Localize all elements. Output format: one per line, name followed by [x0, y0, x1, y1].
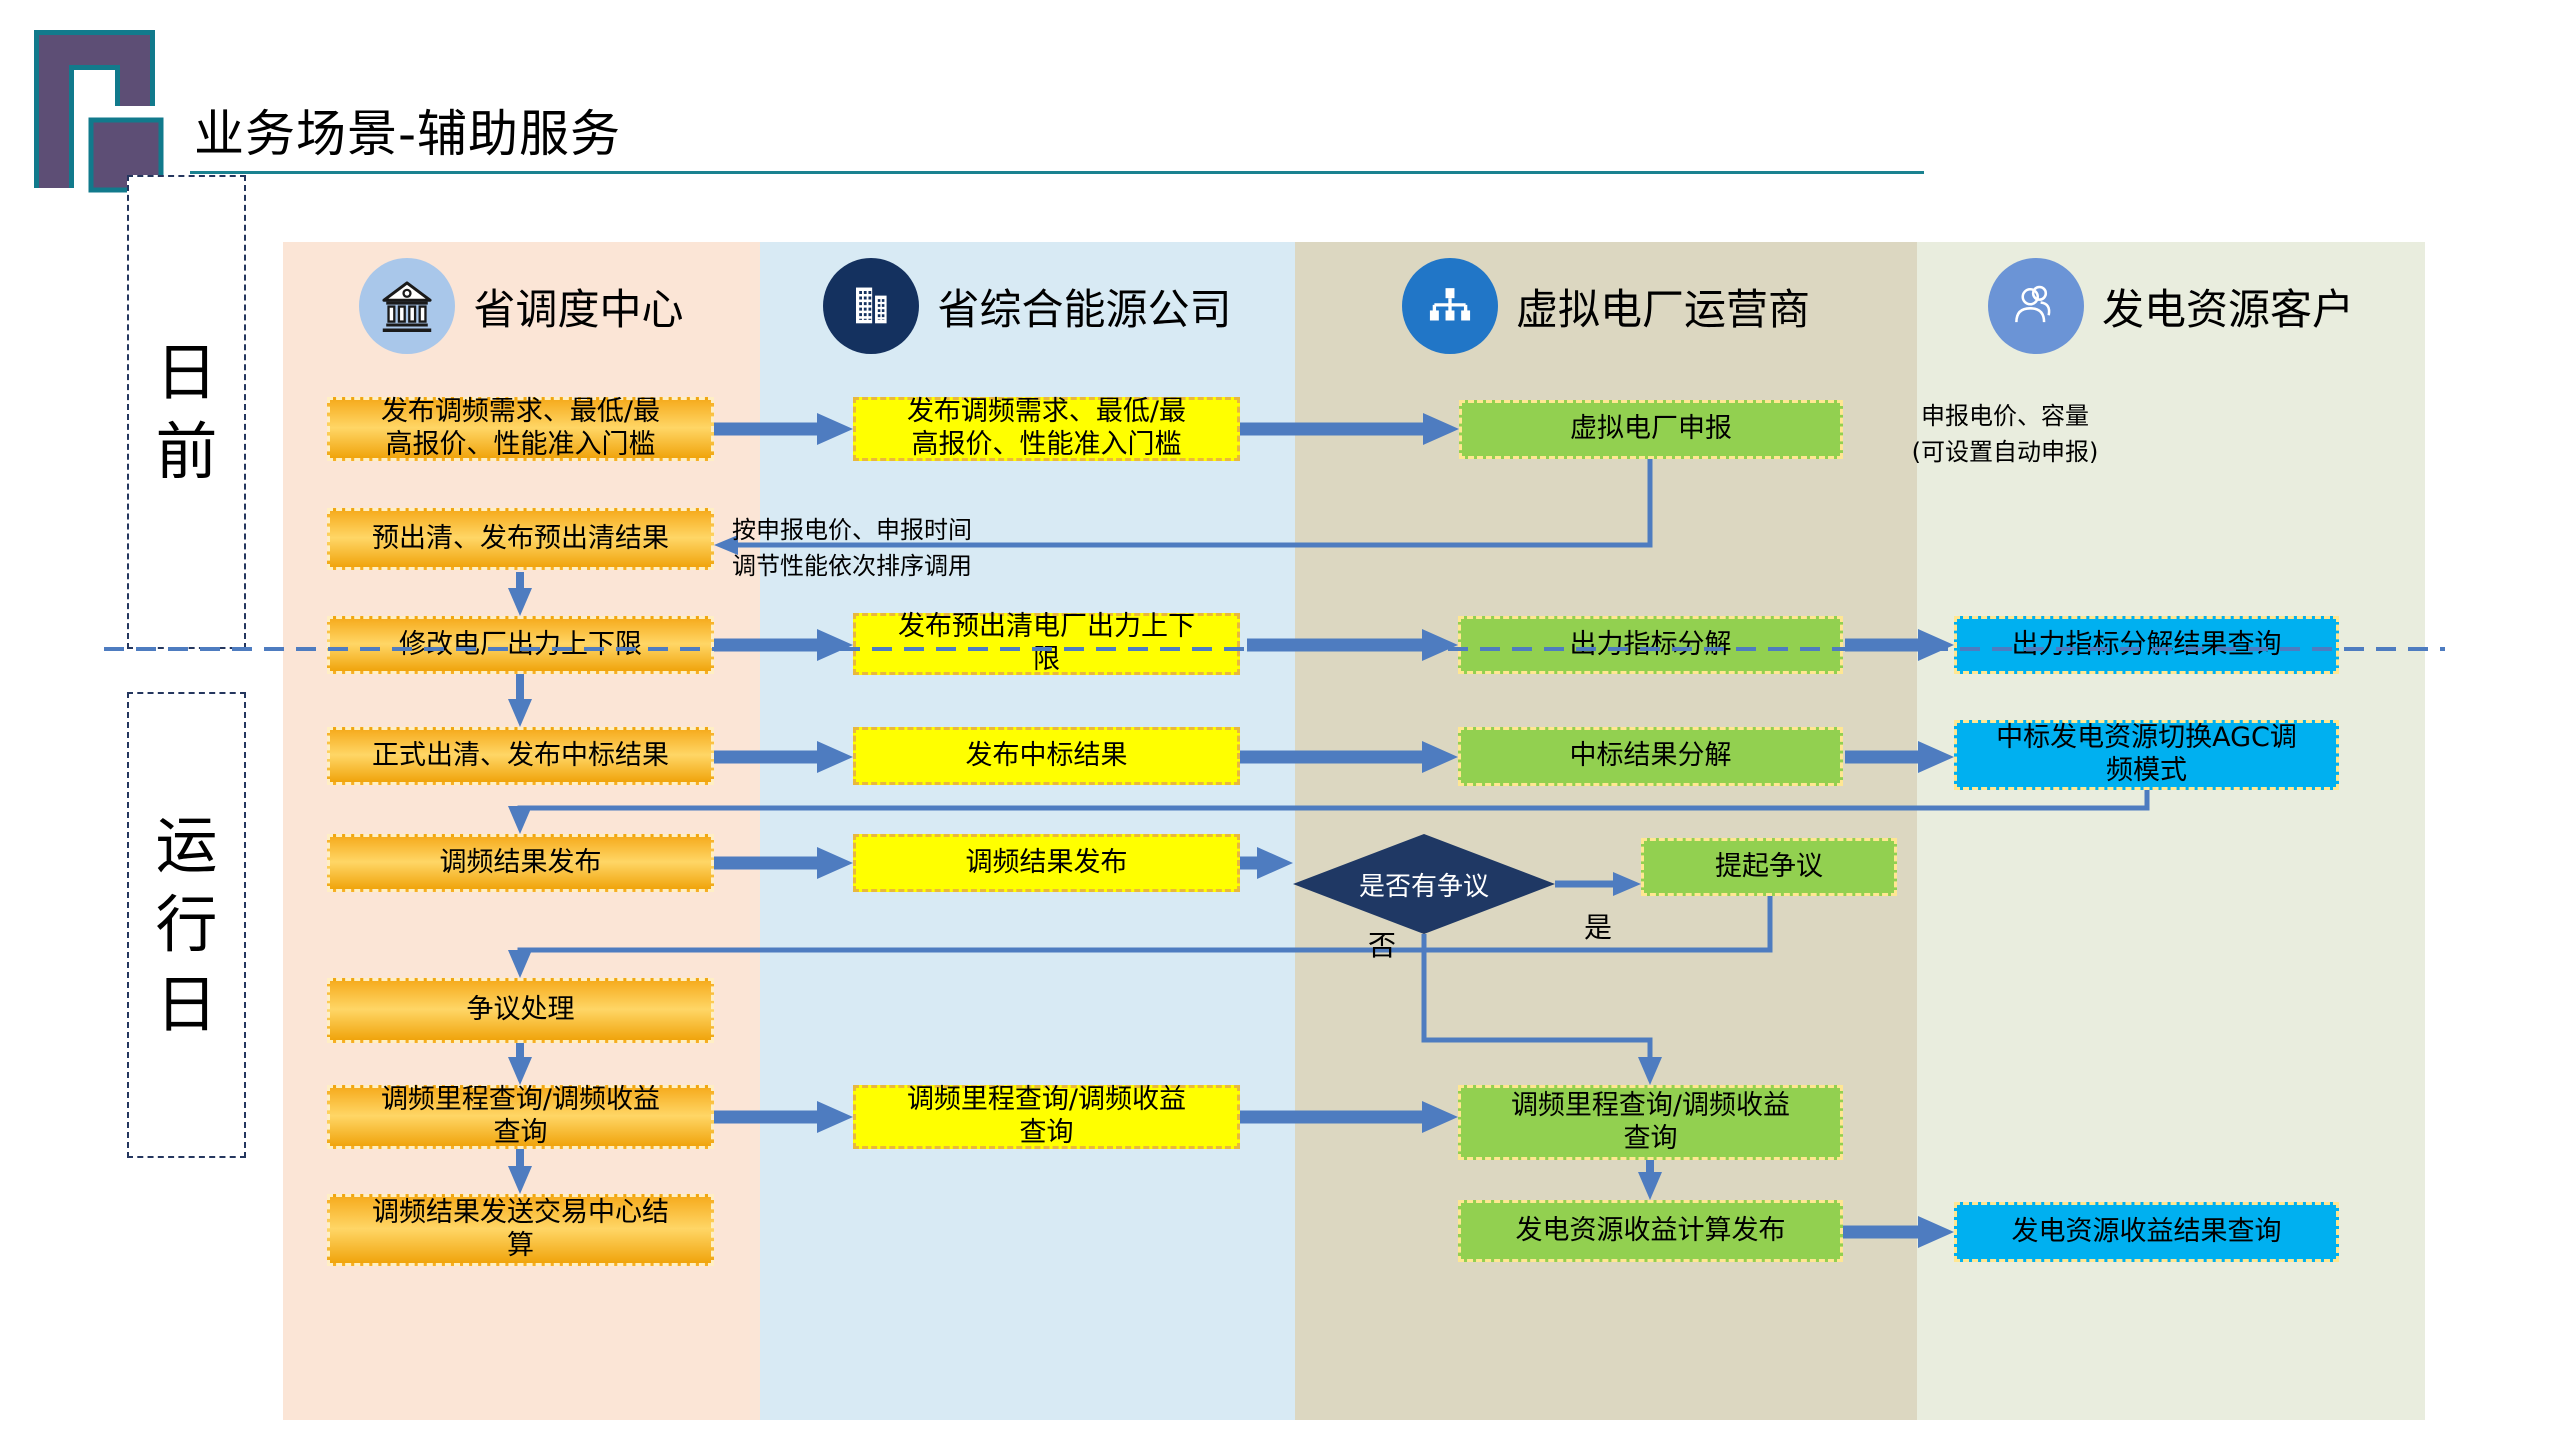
- buildings-icon-svg: [856, 287, 888, 324]
- edge-label-yes: 是: [1584, 911, 1613, 944]
- logo-bracket: [39, 35, 150, 188]
- network-icon: [1401, 258, 1498, 354]
- node-switch-agc-mode: 中标发电资源切换AGC调 频模式: [1954, 720, 2339, 790]
- node-fm-mileage-query-dispatch: 调频里程查询/调频收益 查询: [327, 1084, 714, 1149]
- node-fm-mileage-query-vpp: 调频里程查询/调频收益 查询: [1458, 1085, 1843, 1160]
- node-fm-mileage-query-energy: 调频里程查询/调频收益 查询: [853, 1084, 1240, 1149]
- bank-icon-svg: [382, 281, 433, 332]
- node-publish-preclearing-limits: 发布预出清电厂出力上下 限: [853, 611, 1240, 675]
- node-fm-result-to-trading-center: 调频结果发送交易中心结 算: [327, 1194, 714, 1266]
- node-output-index-result-query: 出力指标分解结果查询: [1954, 616, 2339, 674]
- lane-day-ahead: 日 前: [127, 175, 246, 649]
- note-bid-price-capacity: 申报电价、容量 (可设置自动申报): [1911, 402, 2099, 466]
- lane-operation-day: 运 行 日: [127, 692, 246, 1158]
- logo-square: [88, 117, 164, 193]
- column-header-vpp: 虚拟电厂运营商: [1295, 250, 1917, 362]
- node-publish-fm-demand-dispatch: 发布调频需求、最低/最 高报价、性能准入门槛: [327, 396, 714, 461]
- node-dispute-handling: 争议处理: [327, 978, 714, 1043]
- corner-logo-icon: [34, 30, 164, 193]
- node-formal-clearing: 正式出清、发布中标结果: [327, 727, 714, 785]
- column-header-dispatch: 省调度中心: [283, 250, 760, 362]
- network-icon-svg: [1429, 288, 1471, 321]
- node-winning-result-decompose: 中标结果分解: [1458, 727, 1843, 786]
- column-label-vpp: 虚拟电厂运营商: [1515, 284, 1810, 334]
- buildings-icon: [823, 258, 920, 354]
- node-pre-clearing: 预出清、发布预出清结果: [327, 508, 714, 570]
- edge-label-no: 否: [1368, 929, 1397, 962]
- column-label-energy: 省综合能源公司: [937, 284, 1232, 334]
- node-gen-revenue-calc-publish: 发电资源收益计算发布: [1458, 1200, 1843, 1262]
- node-vpp-bid: 虚拟电厂申报: [1459, 400, 1843, 459]
- bank-icon: [359, 258, 456, 354]
- column-header-energy: 省综合能源公司: [760, 250, 1295, 362]
- node-fm-result-publish-dispatch: 调频结果发布: [327, 834, 714, 892]
- column-label-dispatch: 省调度中心: [473, 284, 684, 334]
- node-gen-revenue-result-query: 发电资源收益结果查询: [1954, 1202, 2339, 1262]
- node-modify-output-limits: 修改电厂出力上下限: [327, 616, 714, 674]
- page-title: 业务场景-辅助服务: [194, 105, 622, 163]
- note-clearing-order: 按申报电价、申报时间 调节性能依次排序调用: [732, 516, 972, 580]
- node-publish-fm-demand-energy: 发布调频需求、最低/最 高报价、性能准入门槛: [853, 396, 1240, 461]
- node-output-index-decompose: 出力指标分解: [1458, 616, 1843, 674]
- title-underline: [190, 171, 1924, 174]
- column-label-customer: 发电资源客户: [2101, 284, 2354, 334]
- people-icon: [1987, 258, 2084, 354]
- node-fm-result-publish-energy: 调频结果发布: [853, 834, 1240, 892]
- people-icon-svg: [2015, 285, 2051, 323]
- column-header-customer: 发电资源客户: [1917, 250, 2425, 362]
- node-raise-dispute: 提起争议: [1641, 838, 1897, 896]
- node-publish-winning-result: 发布中标结果: [853, 727, 1240, 785]
